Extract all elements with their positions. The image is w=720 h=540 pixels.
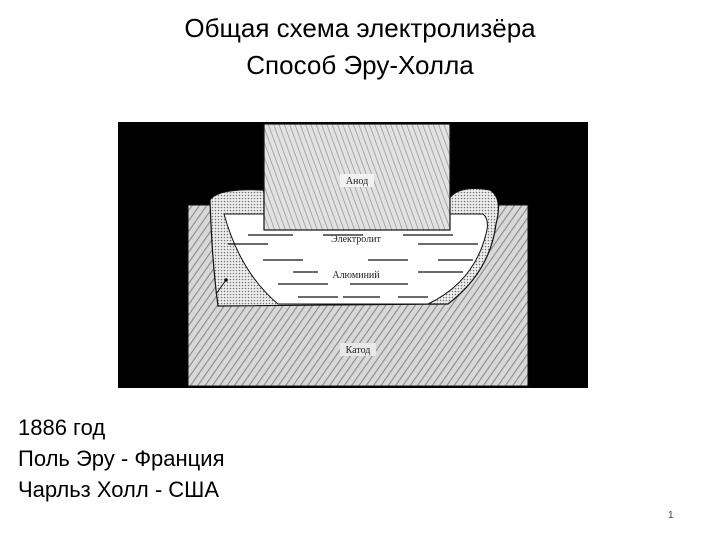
aluminum-label: Алюминий: [332, 270, 380, 281]
slide-title: Общая схема электролизёра Способ Эру-Хол…: [0, 10, 720, 84]
info-hall: Чарльз Холл - США: [18, 477, 220, 502]
electrolyzer-diagram: Анод Электролит Алюминий Катод: [118, 122, 588, 388]
history-info: 1886 год Поль Эру - Франция Чарльз Холл …: [18, 412, 224, 505]
info-heroult: Поль Эру - Франция: [18, 446, 225, 471]
electrolyte-level-lines: [228, 234, 478, 273]
ledge-pointer-dot: [224, 278, 228, 282]
aluminum-level-lines: [278, 271, 463, 298]
title-line-1: Общая схема электролизёра: [184, 13, 536, 43]
cathode-label-box: [340, 343, 376, 356]
anode-label-box: [340, 174, 374, 187]
anode-label: Анод: [346, 176, 368, 187]
info-year: 1886 год: [18, 415, 106, 440]
cathode-label: Катод: [346, 345, 371, 356]
electrolyzer-svg: Анод Электролит Алюминий Катод: [118, 122, 588, 388]
title-line-2: Способ Эру-Холла: [246, 50, 474, 80]
ledge-pointer: [215, 279, 227, 295]
electrolyte-label: Электролит: [331, 234, 381, 245]
page-number: 1: [668, 510, 674, 521]
electrolyte-bath: [223, 213, 488, 305]
